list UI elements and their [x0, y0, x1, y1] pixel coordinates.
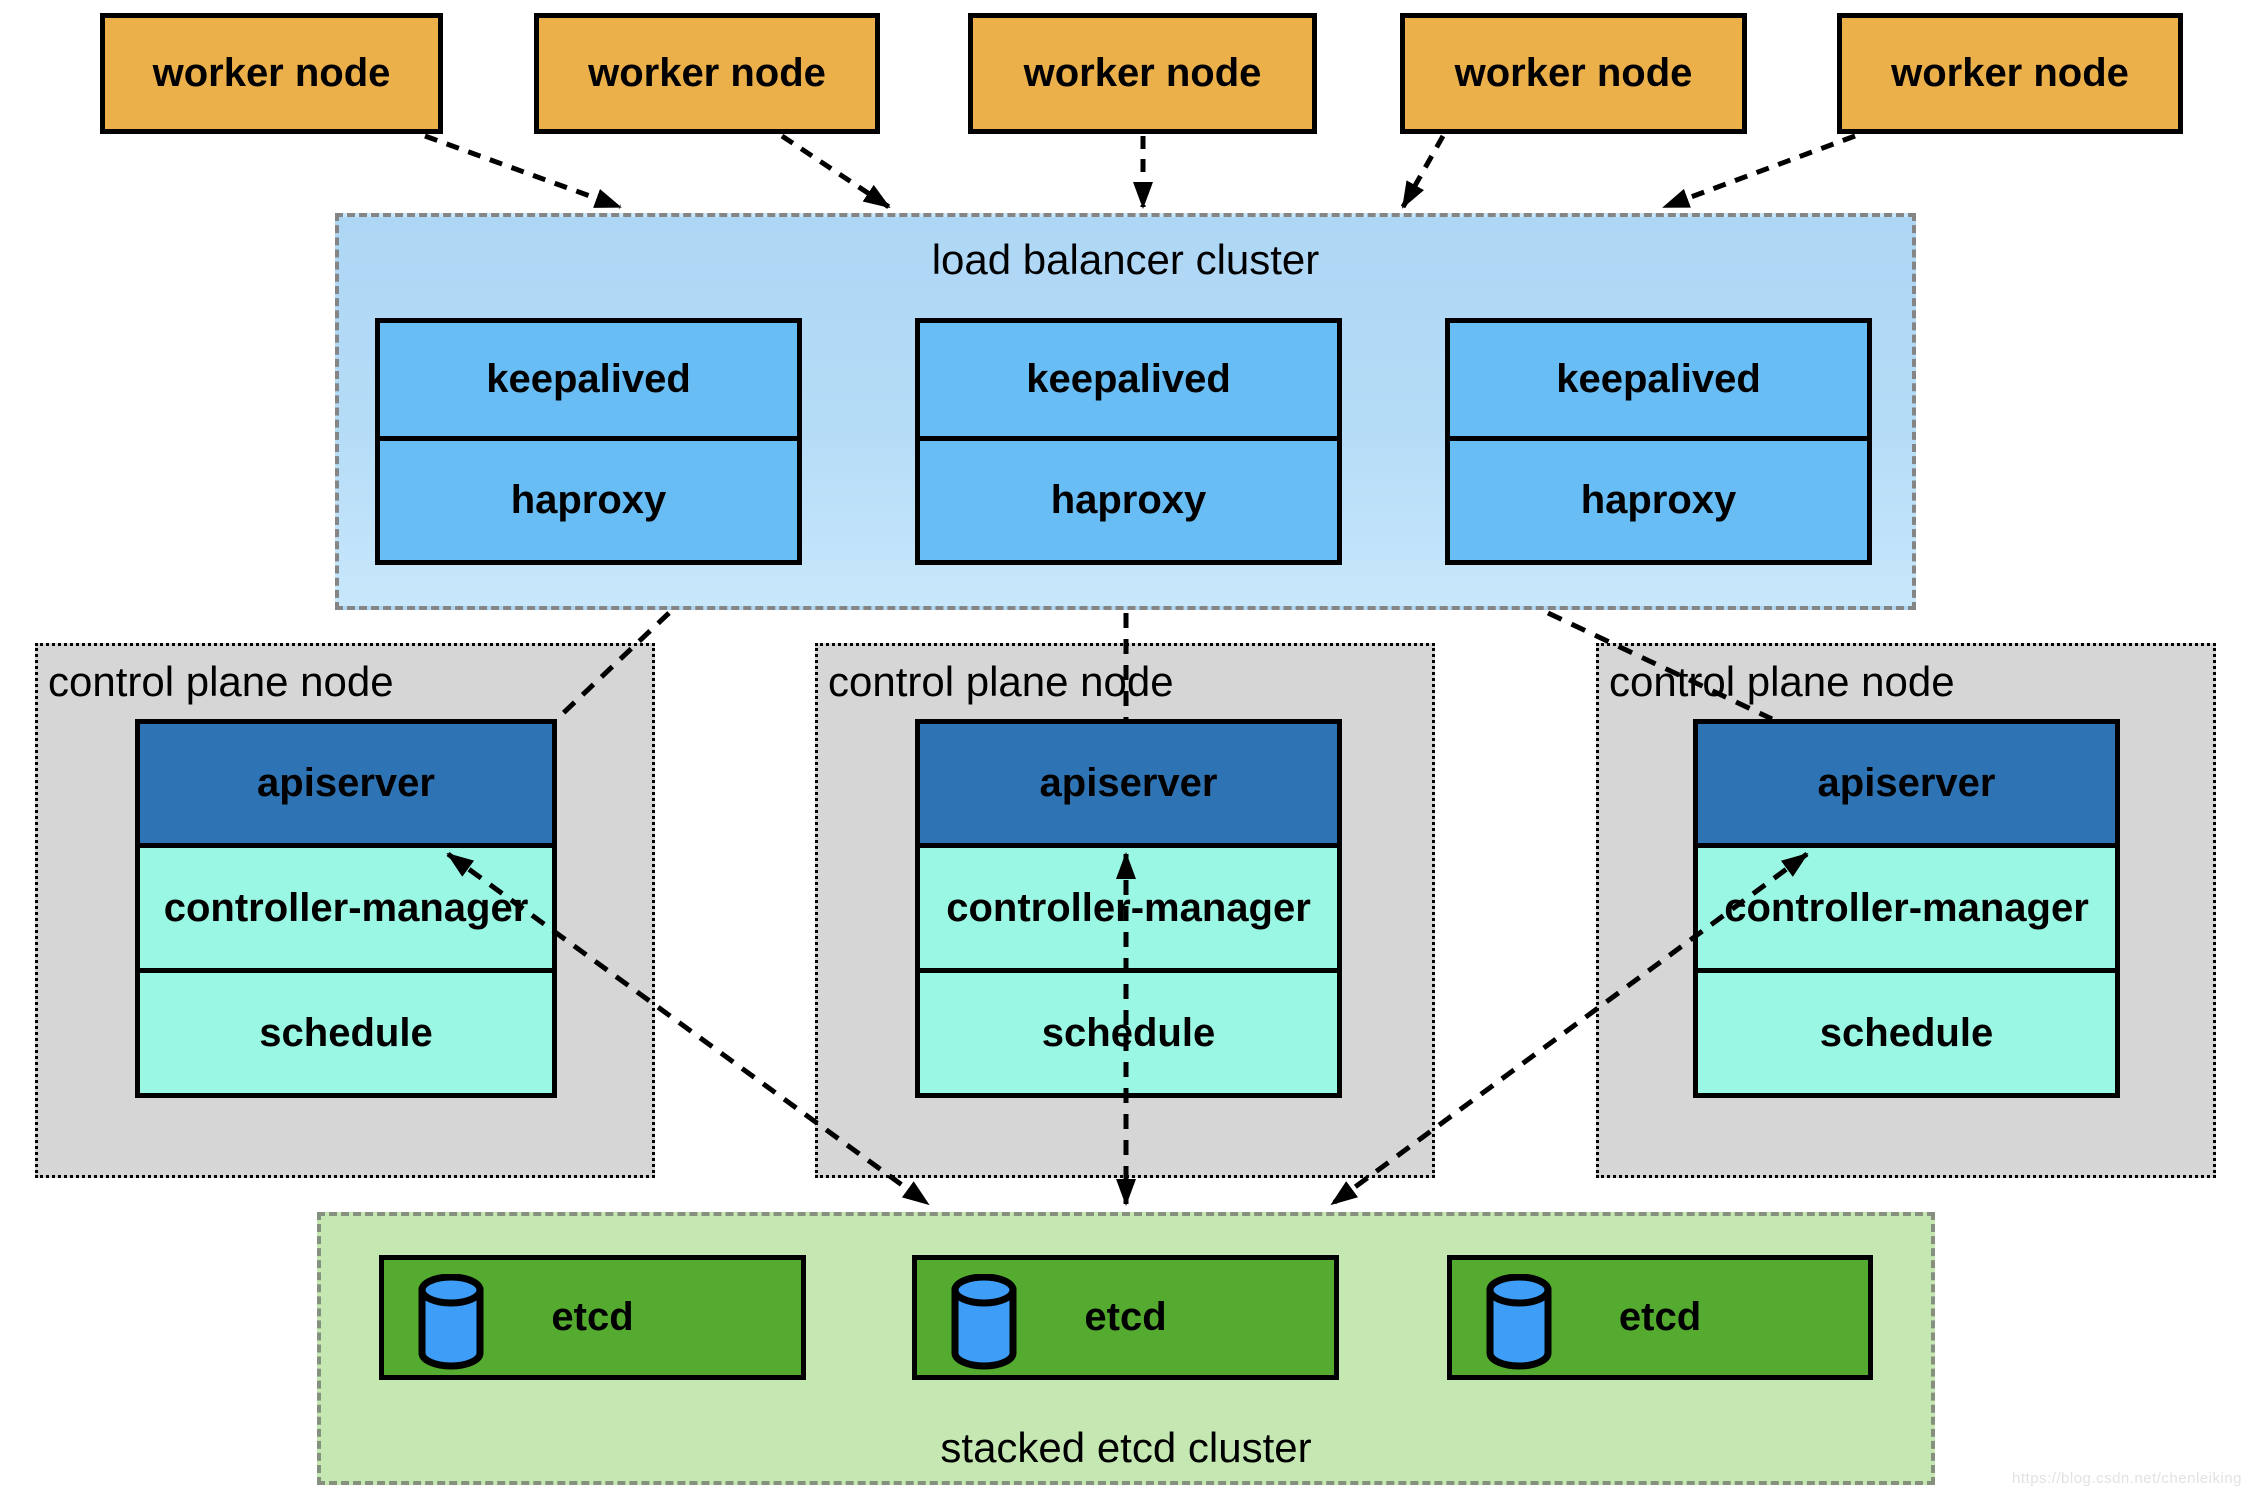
etcd-label: etcd: [551, 1295, 634, 1339]
schedule-3: schedule: [1693, 968, 2120, 1098]
control-plane-title-3: control plane node: [1609, 658, 1955, 705]
apiserver-label: apiserver: [1039, 761, 1218, 805]
control-plane-title-1: control plane node: [48, 658, 394, 705]
keepalived-node-1: keepalived: [375, 318, 802, 441]
stacked-etcd-cluster-title: stacked etcd cluster: [940, 1424, 1312, 1471]
controller-manager-2: controller-manager: [915, 843, 1342, 973]
haproxy-node-3: haproxy: [1445, 436, 1872, 565]
controller-manager-label: controller-manager: [163, 885, 529, 930]
etcd-label: etcd: [1618, 1295, 1702, 1339]
worker-node-4: worker node: [1400, 13, 1747, 134]
controller-manager-3: controller-manager: [1693, 843, 2120, 973]
watermark: https://blog.csdn.net/chenleiking: [2012, 1470, 2242, 1487]
controller-manager-label: controller-manager: [946, 885, 1311, 930]
haproxy-label: haproxy: [1050, 478, 1207, 522]
worker-node-label: worker node: [1454, 51, 1693, 95]
worker-node-3: worker node: [968, 13, 1317, 134]
database-icon: [1486, 1274, 1552, 1370]
database-icon: [418, 1274, 484, 1370]
etcd-node-1: etcd: [379, 1255, 806, 1380]
worker-node-5: worker node: [1837, 13, 2183, 134]
arrow-worker5-to-lb: [1662, 133, 1856, 210]
apiserver-2: apiserver: [915, 719, 1342, 848]
schedule-label: schedule: [259, 1010, 433, 1055]
arrow-worker1-to-lb: [424, 133, 622, 210]
apiserver-label: apiserver: [1817, 761, 1996, 805]
arrow-worker4-to-lb: [1400, 134, 1446, 209]
schedule-label: schedule: [1041, 1010, 1216, 1055]
control-plane-title-2: control plane node: [828, 658, 1174, 705]
schedule-1: schedule: [135, 968, 557, 1098]
worker-node-label: worker node: [152, 51, 391, 95]
etcd-node-3: etcd: [1447, 1255, 1873, 1380]
arrow-worker2-to-lb: [780, 133, 891, 210]
haproxy-label: haproxy: [1580, 478, 1737, 522]
keepalived-label: keepalived: [486, 357, 691, 401]
controller-manager-label: controller-manager: [1724, 885, 2089, 930]
keepalived-node-2: keepalived: [915, 318, 1342, 441]
keepalived-label: keepalived: [1026, 357, 1231, 401]
database-icon: [951, 1274, 1017, 1370]
haproxy-label: haproxy: [510, 478, 667, 522]
apiserver-label: apiserver: [257, 761, 435, 805]
keepalived-label: keepalived: [1556, 357, 1761, 401]
apiserver-3: apiserver: [1693, 719, 2120, 848]
worker-node-1: worker node: [100, 13, 443, 134]
load-balancer-cluster-title: load balancer cluster: [931, 236, 1320, 283]
apiserver-1: apiserver: [135, 719, 557, 848]
worker-node-label: worker node: [1023, 51, 1262, 95]
etcd-label: etcd: [1084, 1295, 1167, 1339]
haproxy-node-1: haproxy: [375, 436, 802, 565]
keepalived-node-3: keepalived: [1445, 318, 1872, 441]
worker-node-2: worker node: [534, 13, 880, 134]
worker-node-label: worker node: [588, 51, 826, 95]
worker-node-label: worker node: [1891, 51, 2129, 95]
etcd-node-2: etcd: [912, 1255, 1339, 1380]
controller-manager-1: controller-manager: [135, 843, 557, 973]
haproxy-node-2: haproxy: [915, 436, 1342, 565]
schedule-label: schedule: [1819, 1010, 1994, 1055]
schedule-2: schedule: [915, 968, 1342, 1098]
